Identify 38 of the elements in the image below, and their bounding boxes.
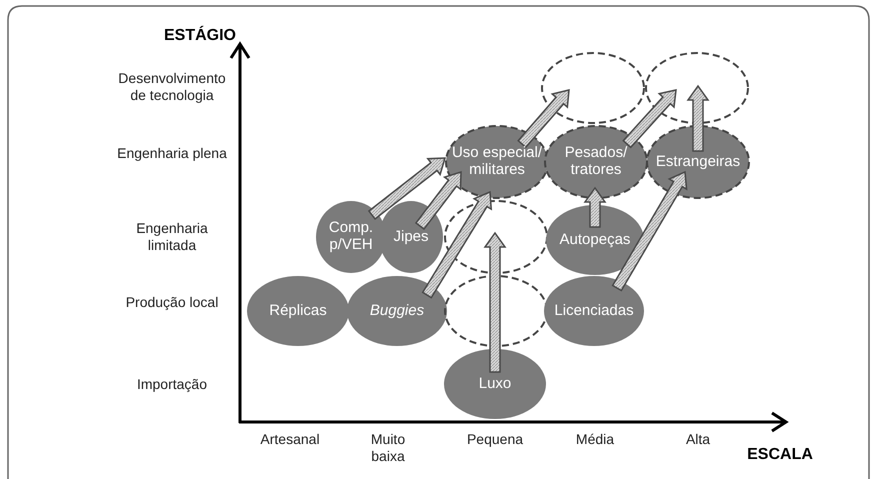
block-arrow	[622, 89, 677, 148]
node-label: Uso especial/ militares	[450, 145, 544, 179]
stage-label: Engenharia limitada	[135, 220, 209, 254]
node-label: Licenciadas	[553, 302, 635, 320]
block-arrow	[584, 186, 606, 228]
node-label: Réplicas	[268, 302, 328, 320]
ellipse-node	[346, 275, 448, 347]
block-arrow	[414, 170, 462, 230]
scale-label: Alta	[684, 431, 712, 448]
node-label: Jipes	[392, 228, 430, 246]
block-arrow	[517, 89, 570, 148]
axis-title: ESCALA	[746, 445, 814, 464]
block-arrow	[368, 157, 446, 220]
ellipse-node	[443, 348, 547, 420]
ellipse-node	[544, 125, 648, 199]
stage-label: Engenharia plena	[116, 145, 228, 162]
node-label: Estrangeiras	[654, 154, 742, 170]
empty-ellipse	[541, 52, 645, 124]
ellipse-node	[246, 275, 350, 347]
block-arrow	[484, 232, 506, 373]
node-label: Comp. p/VEH	[328, 220, 374, 254]
block-arrow	[422, 190, 492, 299]
empty-ellipse	[645, 52, 749, 124]
axis-title: ESTÁGIO	[162, 26, 237, 46]
block-arrow	[612, 170, 688, 292]
stage-label: Importação	[136, 376, 208, 393]
stage-label: Produção local	[124, 294, 220, 311]
node-label: Luxo	[478, 376, 512, 392]
scale-label: Muito baixa	[370, 431, 406, 465]
stage-label: Desenvolvimento de tecnologia	[117, 70, 227, 104]
node-label: Autopeças	[558, 232, 632, 248]
block-arrow	[686, 84, 710, 152]
node-label: Buggies	[368, 302, 426, 320]
scale-label: Artesanal	[259, 431, 321, 448]
scale-label: Pequena	[466, 431, 524, 448]
scale-label: Média	[574, 431, 616, 448]
ellipse-node	[543, 275, 645, 347]
node-label: Pesados/ tratores	[564, 145, 628, 179]
